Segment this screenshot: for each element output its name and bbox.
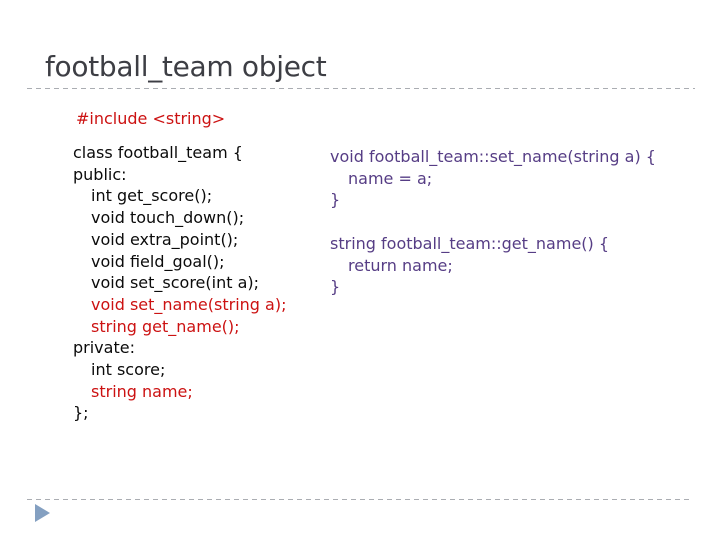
code-line: class football_team { (73, 143, 243, 162)
code-line: string name; (91, 381, 193, 401)
code-line: return name; (348, 255, 453, 275)
include-directive-text: #include <string> (76, 109, 226, 128)
code-line: void field_goal(); (91, 251, 225, 271)
code-line: void set_score(int a); (91, 273, 260, 293)
next-slide-arrow-icon[interactable] (35, 504, 50, 522)
code-line: void extra_point(); (91, 229, 239, 249)
title-divider (27, 88, 695, 89)
code-line: } (330, 277, 341, 297)
code-line: } (330, 190, 341, 210)
code-line: int get_score(); (91, 186, 213, 206)
method-implementation-code-block: void football_team::set_name(string a) {… (330, 146, 656, 298)
code-line: private: (73, 338, 135, 358)
code-line: void touch_down(); (91, 208, 245, 228)
footer-divider (27, 499, 691, 500)
code-line (330, 211, 656, 233)
page-title: football_team object (45, 50, 327, 83)
code-line: void set_name(string a); (91, 294, 287, 314)
code-line: }; (73, 403, 89, 423)
code-line: string get_name(); (91, 316, 240, 336)
code-line: string football_team::get_name() { (330, 233, 610, 253)
class-definition-code-block: class football_team { public:int get_scor… (73, 142, 286, 424)
code-line: name = a; (348, 168, 433, 188)
code-line: void football_team::set_name(string a) { (330, 147, 656, 166)
code-line: public: (73, 164, 127, 184)
code-line: int score; (91, 360, 166, 380)
